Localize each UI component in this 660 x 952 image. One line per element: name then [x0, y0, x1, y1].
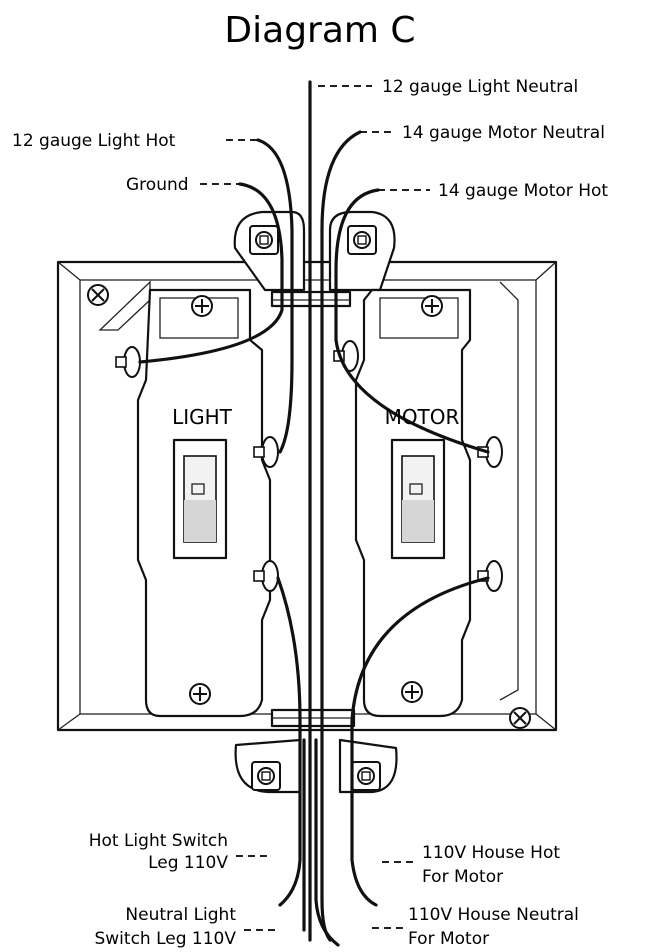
callout-light-neutral: 12 gauge Light Neutral [382, 77, 578, 97]
callout-light-hot: 12 gauge Light Hot [12, 131, 176, 151]
wires [138, 80, 490, 947]
switch-label-light: LIGHT [172, 405, 233, 429]
switch-label-motor: MOTOR [385, 405, 460, 429]
light-switch [115, 288, 279, 718]
device-box [56, 260, 558, 732]
callout-motor-hot: 14 gauge Motor Hot [438, 181, 608, 201]
callout-house-neutral-line2: For Motor [408, 929, 489, 949]
box-screw-top-left [87, 284, 109, 306]
box-screw-bottom-right [509, 707, 531, 729]
callout-neutral-switch-leg-line1: Neutral Light [125, 905, 236, 925]
callouts: 12 gauge Light Neutral 12 gauge Light Ho… [12, 77, 608, 949]
callout-hot-switch-leg-line1: Hot Light Switch [89, 831, 228, 851]
callout-neutral-switch-leg-line2: Switch Leg 110V [94, 929, 236, 949]
callout-hot-switch-leg-line2: Leg 110V [148, 853, 228, 873]
callout-house-neutral-line1: 110V House Neutral [408, 905, 579, 925]
mounting-strap-top [233, 210, 396, 292]
diagram-title: Diagram C [224, 10, 415, 51]
callout-house-hot-line2: For Motor [422, 867, 503, 887]
callout-house-hot-line1: 110V House Hot [422, 843, 560, 863]
callout-ground: Ground [126, 175, 189, 195]
motor-switch [333, 288, 503, 718]
mounting-strap-bottom [234, 738, 398, 794]
callout-motor-neutral: 14 gauge Motor Neutral [402, 123, 605, 143]
